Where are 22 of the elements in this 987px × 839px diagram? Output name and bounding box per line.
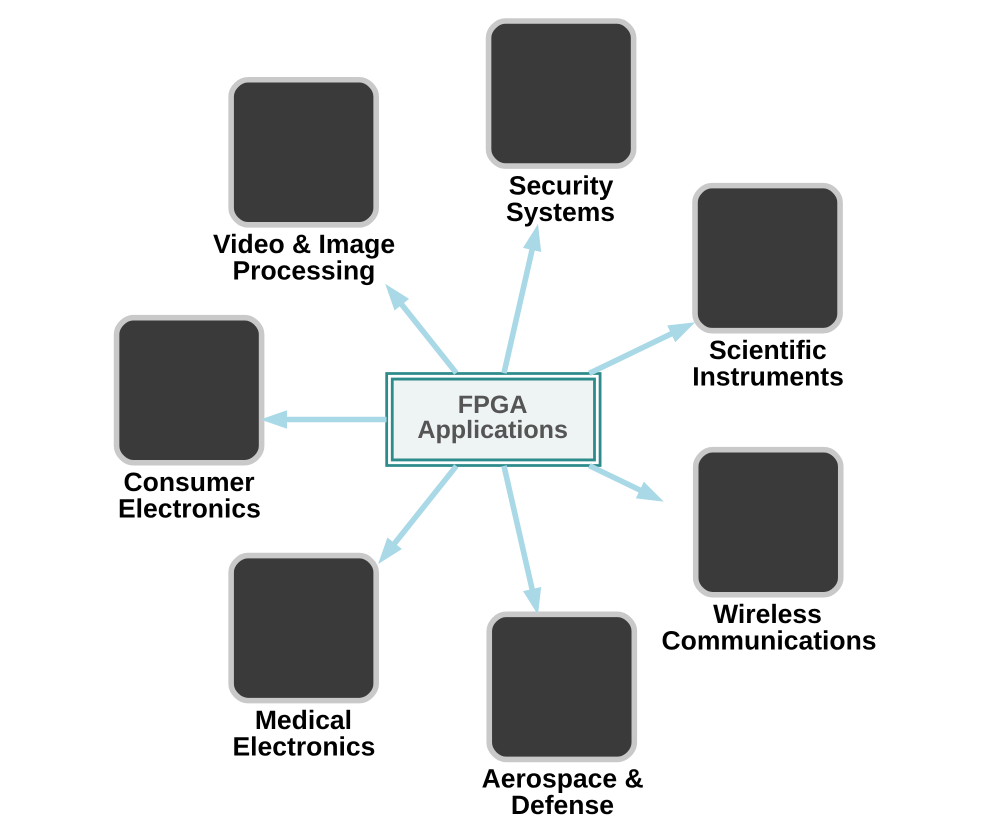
node-box: [113, 314, 264, 466]
arrow: [500, 224, 541, 374]
node-box: [228, 552, 378, 704]
node-box: [692, 446, 844, 598]
arrow: [260, 410, 386, 429]
node-label: Scientific Instruments: [692, 334, 844, 392]
node-label: Security Systems: [505, 170, 615, 227]
node-box: [692, 182, 842, 334]
arrow: [588, 322, 695, 376]
arrow: [378, 464, 458, 564]
node-label: Aerospace & Defense: [481, 764, 644, 820]
node-box: [485, 18, 636, 169]
arrow: [588, 463, 664, 502]
arrow: [384, 284, 458, 375]
arrow: [500, 465, 541, 615]
node-label: Wireless Communications: [661, 598, 876, 656]
node-label: Video & Image Processing: [212, 229, 395, 286]
node-box: [228, 76, 378, 228]
node-label: Consumer Electronics: [117, 466, 260, 524]
node-box: [486, 612, 637, 762]
node-label: Medical Electronics: [232, 704, 375, 762]
node-box: FPGA Applications: [384, 372, 601, 467]
